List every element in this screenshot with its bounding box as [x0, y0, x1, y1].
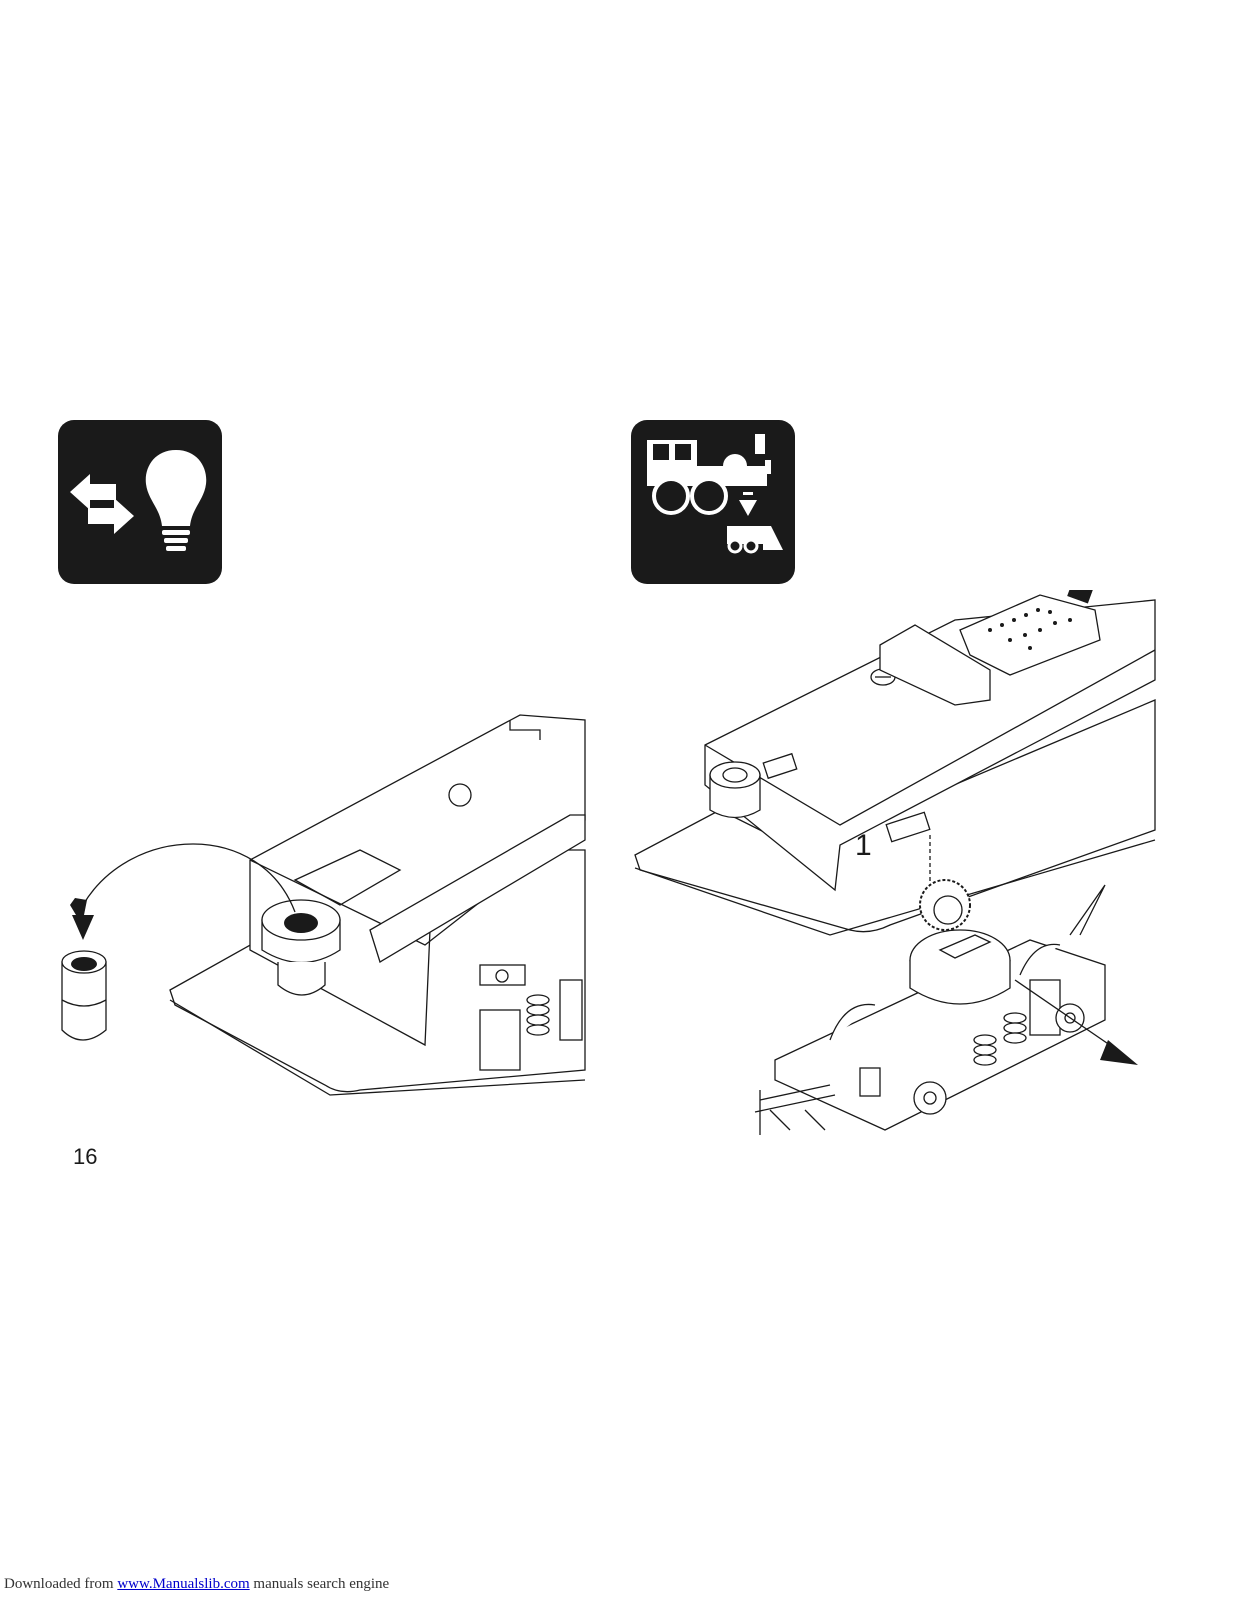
footer-prefix: Downloaded from [4, 1576, 118, 1592]
light-bulb-exchange-icon [58, 420, 222, 584]
footer-suffix: manuals search engine [249, 1576, 390, 1592]
callout-number: 1 [855, 829, 872, 862]
bogie-removal-illustration: 1 [630, 579, 1170, 1150]
page-number: 16 [73, 1144, 98, 1169]
manualslib-link[interactable]: www.Manualslib.com [117, 1576, 250, 1592]
footer: Downloaded from www.Manualslib.com manua… [4, 1576, 389, 1593]
locomotive-remove-icon [631, 420, 795, 584]
lamp-removal-illustration [40, 700, 600, 1160]
